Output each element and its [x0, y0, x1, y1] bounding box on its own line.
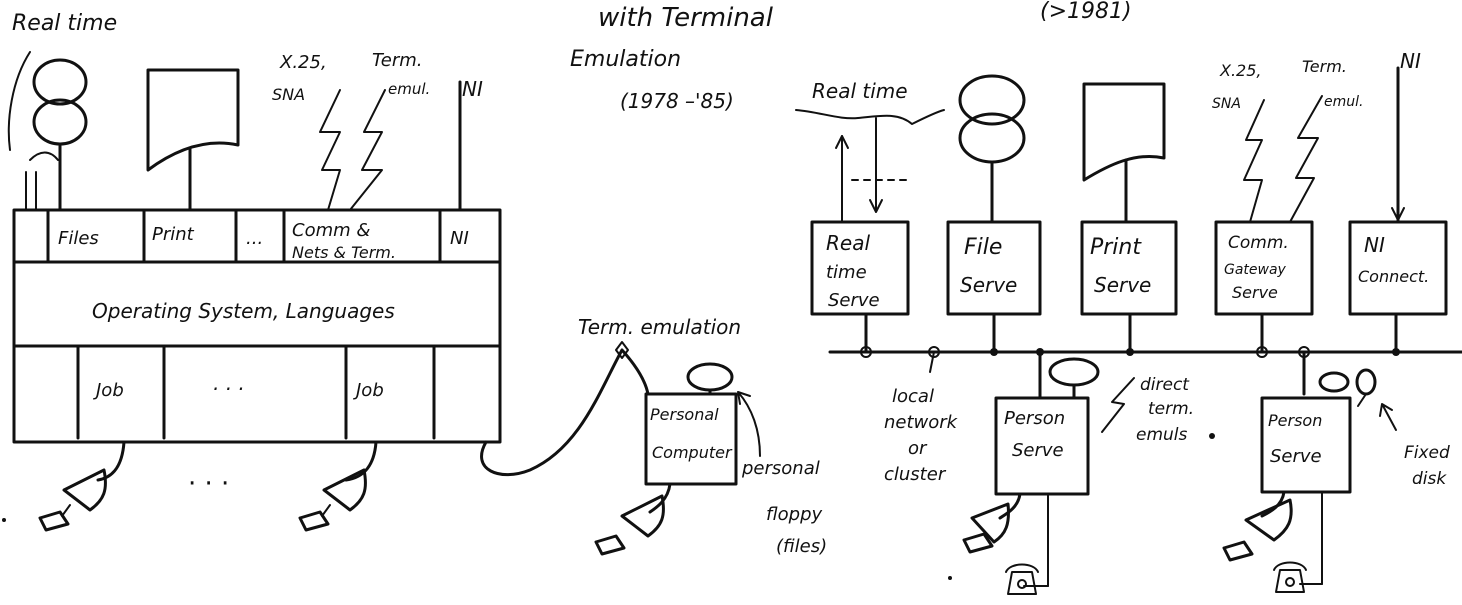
cell-files: Files [58, 228, 99, 249]
person-serve-2-terminal [1224, 492, 1291, 560]
title-period-right: (>1981) [1040, 0, 1132, 24]
cell-print: Print [152, 224, 195, 245]
title-emulation: Emulation [570, 47, 681, 72]
server-print-l1: Print [1090, 235, 1142, 260]
network-label-4: cluster [884, 464, 947, 485]
stray-dot-3 [948, 576, 952, 580]
fixed-disk-label-1: Fixed [1404, 443, 1450, 463]
left-sna-label: SNA [272, 85, 305, 104]
right-ni-label: NI [1400, 49, 1421, 73]
left-x25-label: X.25, [279, 52, 327, 73]
right-bolt-1 [1244, 100, 1264, 222]
cell-ellipsis: ... [246, 228, 263, 249]
network-label-1: local [892, 386, 934, 407]
network-label-2: network [884, 412, 959, 433]
left-printer-icon [148, 70, 238, 210]
bus-taps [861, 314, 1400, 372]
pc-line2: Computer [652, 443, 733, 462]
left-bolt-1 [320, 90, 340, 210]
server-realtime-l3: Serve [828, 290, 880, 311]
term-emulation-cable [482, 350, 648, 475]
term-emulation-label: Term. emulation [578, 315, 741, 339]
network-label-3: or [908, 438, 928, 459]
title-period-left: (1978 –'85) [620, 89, 734, 113]
right-printer-icon [1084, 84, 1164, 222]
personal-computer-box [646, 364, 736, 484]
server-comm-l3: Serve [1232, 283, 1278, 302]
server-file-l2: Serve [960, 273, 1017, 297]
person-serve-1-l2: Serve [1012, 440, 1064, 461]
stray-dot-1 [1209, 433, 1215, 439]
server-comm-l1: Comm. [1228, 233, 1289, 253]
server-print-l2: Serve [1094, 273, 1151, 297]
left-realtime-curve [9, 52, 30, 150]
right-term-label: Term. [1302, 57, 1347, 76]
pc-line1: Personal [650, 405, 719, 424]
pc-terminal [596, 484, 670, 554]
server-realtime-l2: time [826, 262, 867, 283]
title-with-terminal: with Terminal [598, 3, 774, 33]
floppy-pointer-arrow [738, 392, 760, 456]
direct-label-2: term. [1148, 399, 1194, 419]
left-terminal-1 [40, 442, 124, 530]
floppy-note-1: personal [741, 458, 820, 479]
floppy-note-2: floppy [766, 504, 822, 525]
job-ellipsis: · · · [212, 377, 244, 401]
right-sna-label: SNA [1212, 96, 1241, 112]
right-x25-label: X.25, [1219, 61, 1262, 80]
right-emul-label: emul. [1324, 94, 1363, 110]
server-ni-l2: Connect. [1358, 267, 1429, 286]
left-realtime-arrows [26, 153, 58, 211]
right-realtime-label: Real time [812, 79, 908, 103]
person-serve-1-terminal [964, 494, 1020, 552]
server-ni-l1: NI [1364, 233, 1385, 257]
direct-label-1: direct [1140, 375, 1190, 395]
job-2: Job [353, 380, 384, 401]
person-serve-2-phone [1274, 492, 1322, 592]
cell-nets-term: Nets & Term. [292, 243, 396, 262]
cell-ni: NI [450, 228, 469, 249]
fixed-disk-label-2: disk [1412, 469, 1447, 489]
left-term-label: Term. [372, 50, 423, 71]
stray-dot-2 [2, 518, 6, 522]
person-serve-1-l1: Person [1004, 408, 1065, 429]
left-realtime-label: Real time [12, 11, 117, 36]
right-disk-icon [960, 76, 1024, 222]
server-comm-l2: Gateway [1224, 262, 1287, 278]
left-terminal-2 [300, 442, 376, 530]
server-realtime-l1: Real [826, 231, 870, 255]
server-file-l1: File [964, 235, 1002, 260]
left-emul-label: emul. [388, 80, 430, 98]
left-ni-label: NI [462, 77, 483, 101]
direct-label-3: emuls [1136, 425, 1188, 445]
job-1: Job [93, 380, 124, 401]
person-serve-2-l1: Person [1268, 411, 1322, 430]
os-label: Operating System, Languages [92, 299, 395, 323]
right-realtime-brace [796, 110, 944, 124]
person-serve-2-l2: Serve [1270, 446, 1322, 467]
terminal-ellipsis: · · · [188, 469, 229, 499]
floppy-note-3: (files) [776, 536, 827, 557]
fixed-disk-arrow [1380, 404, 1396, 430]
left-disk-icon [34, 60, 86, 210]
left-bolt-2 [350, 90, 385, 210]
direct-term-bolt [1102, 378, 1134, 432]
cell-comm: Comm & [292, 220, 370, 241]
right-bolt-2 [1290, 96, 1322, 222]
